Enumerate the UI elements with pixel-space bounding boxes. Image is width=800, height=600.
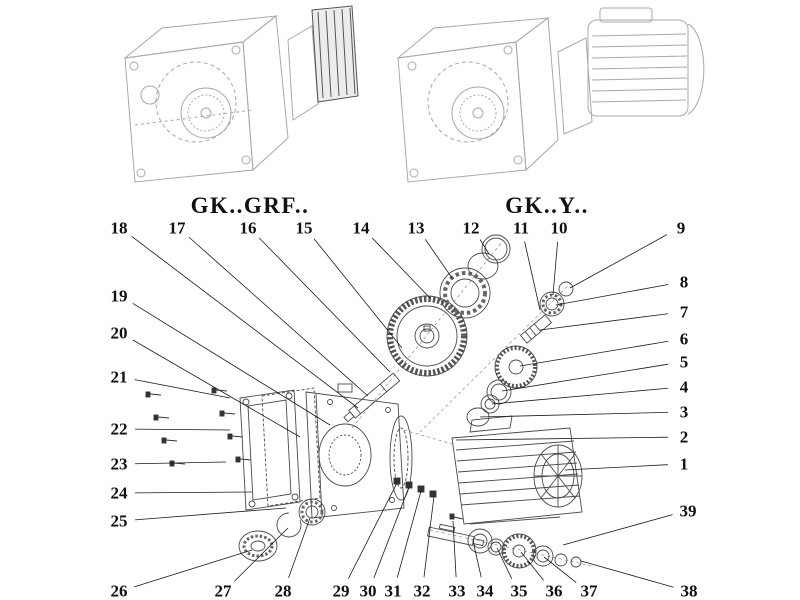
leader-line-37 [543,556,577,583]
callout-21: 21 [110,367,128,387]
leader-line-23 [134,461,227,465]
leader-line-12 [479,239,490,255]
variant-label-gky: GK..Y.. [505,193,589,218]
leader-line-17 [188,236,369,397]
leader-line-32 [423,495,435,578]
leader-line-5 [501,363,669,392]
callout-9: 9 [676,218,686,238]
callout-31: 31 [384,581,402,600]
input-flange-plate [239,387,321,511]
leader-line-8 [555,284,669,306]
callout-11: 11 [512,218,530,238]
leader-line-38 [580,560,674,588]
callout-28: 28 [274,581,292,600]
callout-25: 25 [110,511,128,531]
callout-16: 16 [239,218,257,238]
leader-line-19 [132,302,331,426]
pinion-stack [466,281,574,427]
callout-35: 35 [510,581,528,600]
leader-line-20 [132,339,301,438]
callout-27: 27 [214,581,232,600]
callout-29: 29 [332,581,350,600]
callout-18: 18 [110,218,128,238]
callout-38: 38 [680,581,698,600]
output-shaft-stack [426,523,582,569]
leader-line-24 [134,491,253,494]
input-shaft [343,372,401,423]
callout-20: 20 [110,323,128,343]
leader-line-11 [524,241,541,311]
callout-36: 36 [545,581,563,600]
callout-8: 8 [679,272,689,292]
leader-line-26 [134,549,253,588]
leader-line-25 [134,507,287,521]
callout-13: 13 [407,218,425,238]
leader-line-34 [472,540,482,578]
leader-line-3 [479,411,669,418]
leader-line-39 [562,514,673,546]
callout-37: 37 [580,581,598,600]
leader-line-16 [258,237,391,373]
assembly-axis-lines [351,241,593,567]
callout-6: 6 [679,329,689,349]
leader-line-22 [134,428,231,431]
callout-7: 7 [679,302,689,322]
leader-line-13 [425,239,453,279]
leader-line-1 [564,464,669,471]
callout-19: 19 [110,286,128,306]
flange-bolts [145,387,252,467]
callout-2: 2 [679,427,689,447]
leader-line-27 [234,527,289,582]
leader-line-7 [539,313,669,331]
leader-line-2 [455,436,669,441]
leader-line-31 [396,490,422,578]
variant-label-gkgrf: GK..GRF.. [190,193,310,218]
callout-12: 12 [462,218,480,238]
leader-line-4 [491,387,669,405]
leader-line-33 [452,520,457,578]
leader-lines [131,234,674,588]
upper-bearing [439,267,491,319]
callout-14: 14 [352,218,370,238]
callout-10: 10 [550,218,568,238]
large-gear [386,295,468,377]
exploded-assembly [145,234,593,569]
motor-drawing [557,7,705,135]
leader-line-29 [348,482,398,579]
leader-line-10 [552,241,558,296]
leader-line-18 [131,236,359,409]
leader-line-21 [134,379,231,399]
leader-line-36 [520,551,544,581]
shaft-adapter-dark [311,5,359,103]
callout-22: 22 [110,419,128,439]
callout-3: 3 [679,402,689,422]
callout-15: 15 [295,218,313,238]
callout-4: 4 [679,377,689,397]
gearbox-drawing-gky [396,7,705,183]
leader-line-14 [371,237,431,299]
gearbox-drawing-gkgrf [123,5,359,183]
callout-17: 17 [168,218,186,238]
gear-housing [305,383,413,519]
callout-24: 24 [110,483,128,503]
callout-23: 23 [110,454,128,474]
leader-line-30 [373,486,410,579]
end-cover-stack [238,498,326,562]
callout-33: 33 [448,581,466,600]
callout-30: 30 [359,581,377,600]
leader-line-9 [569,234,668,289]
callout-32: 32 [413,581,431,600]
leader-line-15 [313,238,403,349]
leader-line-6 [519,340,669,367]
callout-5: 5 [679,352,689,372]
leader-line-28 [288,517,311,579]
callout-26: 26 [110,581,128,600]
leader-line-35 [496,547,513,579]
callout-39: 39 [679,501,697,521]
shim-and-oring [467,234,511,280]
motor-exploded [451,415,583,525]
callout-1: 1 [679,454,689,474]
callout-34: 34 [476,581,494,600]
